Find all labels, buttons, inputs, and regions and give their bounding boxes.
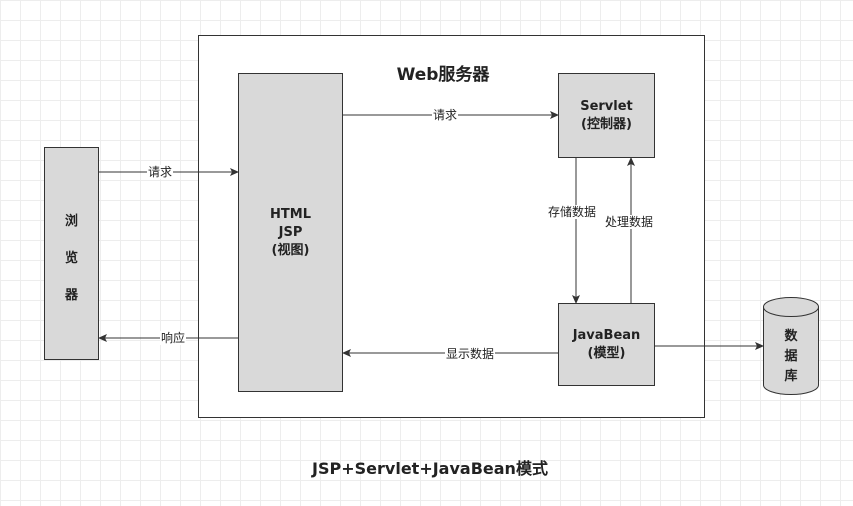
browser-label-char: 览 (64, 251, 78, 266)
browser-node: 浏 览 器 (44, 147, 99, 360)
view-label: HTML JSP (视图) (239, 206, 342, 260)
view-label-line: (视图) (271, 243, 310, 258)
servlet-label: Servlet (控制器) (559, 98, 654, 134)
servlet-label-line: Servlet (580, 99, 633, 114)
edge-label-browser-request: 请求 (147, 165, 174, 179)
javabean-label: JavaBean (模型) (559, 327, 654, 363)
database-label-char: 库 (784, 369, 798, 384)
browser-label-char: 器 (64, 288, 78, 303)
edge-label-response: 响应 (160, 331, 187, 345)
database-label: 数 据 库 (763, 327, 819, 387)
browser-label: 浏 览 器 (45, 210, 98, 303)
view-node: HTML JSP (视图) (238, 73, 343, 392)
web-server-title: Web服务器 (396, 65, 490, 85)
database-cylinder-icon (763, 297, 819, 395)
edge-label-process-data: 处理数据 (604, 215, 655, 229)
javabean-label-line: (模型) (587, 346, 626, 361)
diagram-caption: JSP+Servlet+JavaBean模式 (312, 459, 548, 478)
javabean-node: JavaBean (模型) (558, 303, 655, 386)
servlet-label-line: (控制器) (581, 117, 632, 132)
database-node: 数 据 库 (763, 297, 819, 395)
servlet-node: Servlet (控制器) (558, 73, 655, 158)
edge-label-servlet-request: 请求 (432, 108, 459, 122)
edge-label-display-data: 显示数据 (445, 347, 496, 361)
database-label-char: 数 (784, 329, 798, 344)
view-label-line: HTML (270, 207, 311, 222)
javabean-label-line: JavaBean (572, 328, 641, 343)
browser-label-char: 浏 (64, 214, 78, 229)
view-label-line: JSP (278, 225, 303, 240)
edge-label-store-data: 存储数据 (547, 205, 598, 219)
database-label-char: 据 (784, 349, 798, 364)
